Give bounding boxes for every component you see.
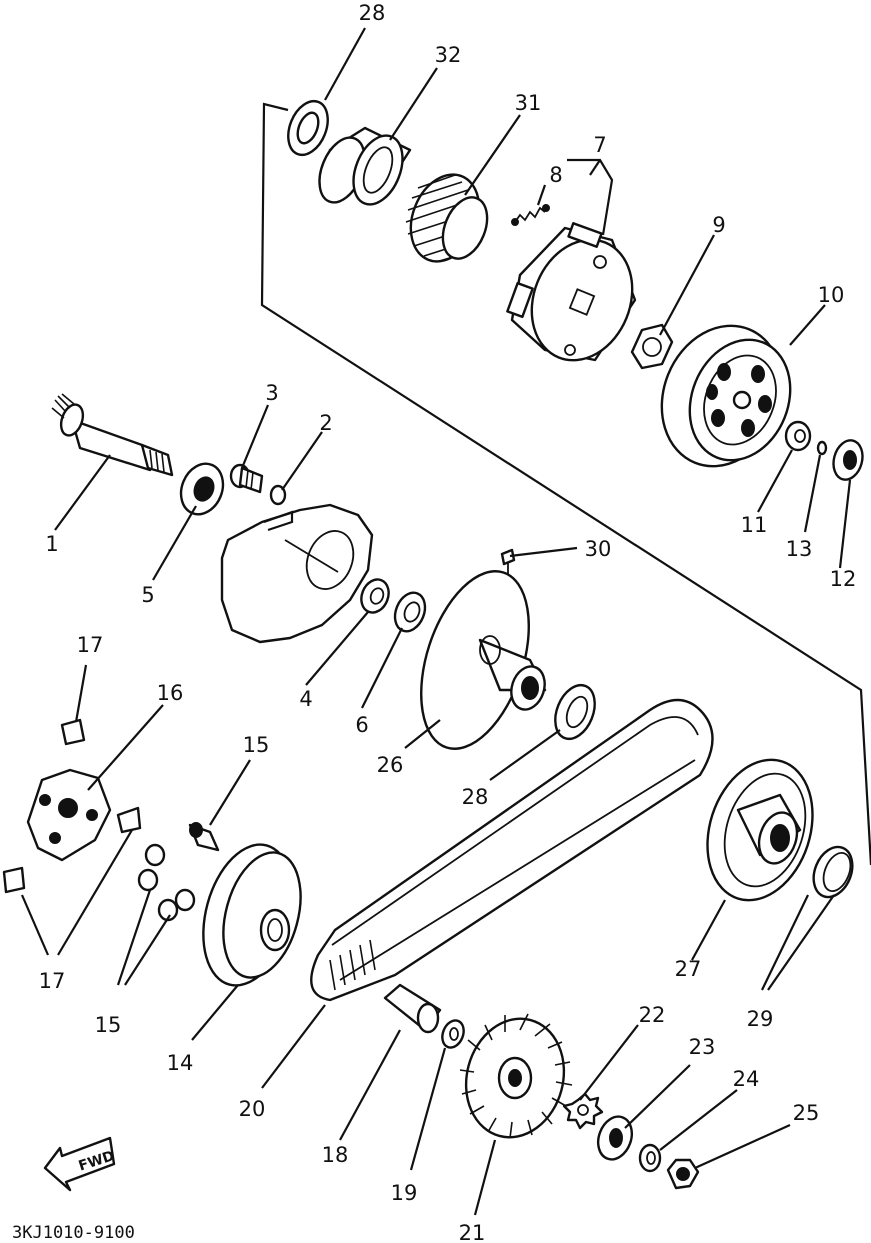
part-26-sheave <box>420 570 547 750</box>
label-21: 21 <box>459 1221 486 1243</box>
part-17-slide-left <box>2 866 26 894</box>
part-18-collar <box>383 983 442 1034</box>
fwd-arrow-icon: FWD <box>43 1136 116 1192</box>
label-30: 30 <box>585 537 612 561</box>
part-20-v-belt <box>310 698 714 1002</box>
part-17-slide-right <box>116 806 142 834</box>
label-28-top: 28 <box>359 1 386 25</box>
leader-lines <box>20 27 852 1216</box>
label-7: 7 <box>593 133 606 157</box>
label-9: 9 <box>712 213 725 237</box>
part-7-clutch-shoes <box>506 222 637 362</box>
part-6-seal <box>393 591 427 633</box>
part-28-seal-bottom <box>554 683 596 741</box>
part-32-collar <box>318 126 412 206</box>
part-24-washer <box>638 1143 662 1173</box>
assembly-outline <box>260 102 871 866</box>
label-5: 5 <box>141 583 154 607</box>
label-25: 25 <box>793 1101 820 1125</box>
part-11-nut <box>784 420 812 452</box>
part-29-rings <box>812 845 854 899</box>
label-28-bottom: 28 <box>462 785 489 809</box>
diagram-code: 3KJ1010-9100 <box>12 1223 135 1243</box>
label-8: 8 <box>549 163 562 187</box>
label-14: 14 <box>167 1051 194 1075</box>
part-labels: 28 32 31 7 8 9 10 11 13 12 3 2 1 5 4 6 3… <box>39 1 857 1243</box>
label-32: 32 <box>435 43 462 67</box>
part-16-ramp-plate <box>26 768 112 862</box>
part-12-bearing <box>832 439 864 481</box>
label-6: 6 <box>355 713 368 737</box>
label-15-bottom: 15 <box>95 1013 122 1037</box>
part-31-spring <box>405 173 489 263</box>
part-23-nut <box>596 1115 634 1161</box>
label-22: 22 <box>639 1003 666 1027</box>
label-20: 20 <box>239 1097 266 1121</box>
label-29: 29 <box>747 1007 774 1031</box>
label-4: 4 <box>299 687 312 711</box>
part-2-washer <box>269 484 287 506</box>
part-8-small-spring <box>511 204 550 226</box>
label-26: 26 <box>377 753 404 777</box>
part-27-movable-sheave <box>706 758 814 902</box>
label-23: 23 <box>689 1035 716 1059</box>
label-17-bottom: 17 <box>39 969 66 993</box>
part-4-washer <box>360 578 390 614</box>
label-19: 19 <box>391 1181 418 1205</box>
label-12: 12 <box>830 567 857 591</box>
part-14-sliding-sheave <box>202 843 302 987</box>
label-1: 1 <box>45 532 58 556</box>
part-19-washer <box>441 1019 465 1049</box>
part-15-rollers <box>137 822 220 922</box>
label-17-top: 17 <box>77 633 104 657</box>
label-16: 16 <box>157 681 184 705</box>
part-21-fan-sheave <box>459 1013 573 1139</box>
part-10-clutch-housing <box>660 324 792 468</box>
part-25-nut <box>666 1158 700 1190</box>
part-13-washer <box>816 440 828 456</box>
label-15-top: 15 <box>243 733 270 757</box>
label-31: 31 <box>515 91 542 115</box>
label-24: 24 <box>733 1067 760 1091</box>
label-13: 13 <box>786 537 813 561</box>
crankcase-cover <box>220 503 374 644</box>
label-27: 27 <box>675 957 702 981</box>
part-9-nut <box>630 323 674 370</box>
part-5-bearing <box>179 462 225 516</box>
part-22-star-washer <box>562 1092 604 1130</box>
label-11: 11 <box>741 513 768 537</box>
part-1-shaft <box>51 393 174 477</box>
label-2: 2 <box>319 411 332 435</box>
part-17-slide-top <box>60 718 86 746</box>
label-10: 10 <box>818 283 845 307</box>
part-28-seal-top <box>287 99 329 157</box>
label-3: 3 <box>265 381 278 405</box>
label-18: 18 <box>322 1143 349 1167</box>
part-3-bolt <box>229 463 264 494</box>
